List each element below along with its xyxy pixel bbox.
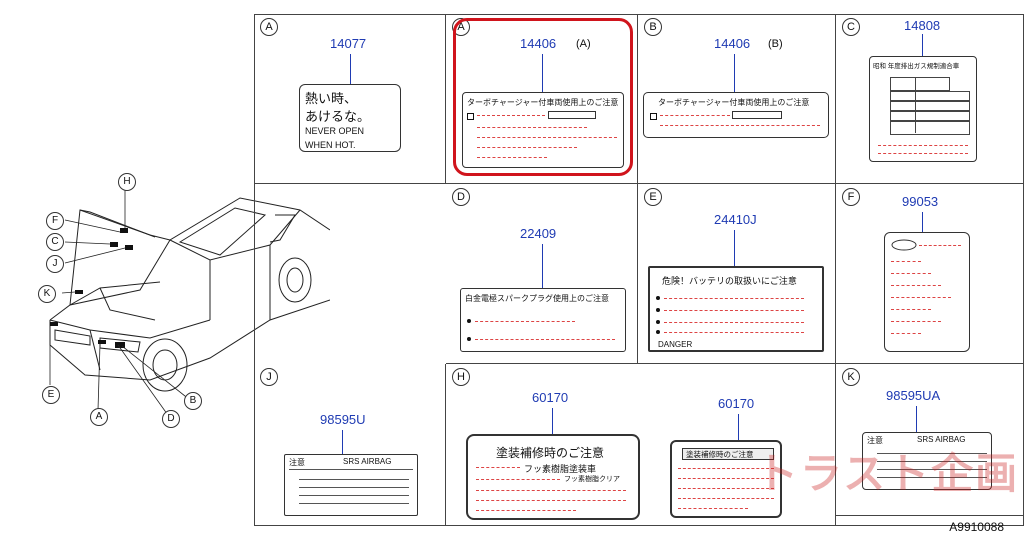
label-header: 危険！バッテリの取扱いにご注意 [662, 276, 797, 286]
car-callout-f: F [46, 212, 64, 230]
variant-label: (A) [576, 38, 591, 50]
variant-label: (B) [768, 38, 783, 50]
part-number: 24410J [714, 212, 757, 227]
label-header-left: 注意 [289, 458, 305, 467]
label-title: 塗装補修時のご注意 [686, 450, 754, 459]
label-line: 熱い時、 [305, 91, 358, 106]
watermark-logo: トラスト企画 [756, 449, 1020, 498]
car-callout-j: J [46, 255, 64, 273]
cell-letter: A [260, 18, 278, 36]
car-callout-h: H [118, 173, 136, 191]
label-a2: ターボチャージャー付車両使用上のご注意 [462, 92, 624, 168]
part-number: 22409 [520, 226, 557, 241]
label-header-right: SRS AIRBAG [917, 435, 966, 444]
cell-letter: D [452, 188, 470, 206]
part-number: 14406 [520, 36, 557, 51]
part-number-2: 60170 [718, 396, 755, 411]
part-number: 99053 [902, 194, 939, 209]
label-j: 注意 SRS AIRBAG [284, 454, 418, 516]
cell-h: H 60170 塗装補修時のご注意 フッ素樹脂塗装車 フッ素樹脂クリア 6017… [446, 364, 836, 526]
part-number: 60170 [532, 390, 569, 405]
cell-letter: H [452, 368, 470, 386]
diagram-id: A9910088 [949, 520, 1004, 534]
cell-letter: F [842, 188, 860, 206]
cell-a: A 14077 熱い時、 あけるな。 NEVER OPEN WHEN HOT. [254, 14, 446, 184]
label-header: 昭和 年度排出ガス規制適合車 [873, 63, 960, 70]
part-number: 14077 [330, 36, 367, 51]
label-c: 昭和 年度排出ガス規制適合車 [869, 56, 977, 162]
label-footer: DANGER [658, 340, 693, 349]
cell-letter: C [842, 18, 860, 36]
part-number: 98595U [320, 412, 366, 427]
selected-label-highlight [453, 18, 633, 176]
car-callout-e: E [42, 386, 60, 404]
label-sub: フッ素樹脂クリア [564, 476, 620, 483]
label-header-left: 注意 [867, 436, 883, 445]
label-b: ターボチャージャー付車両使用上のご注意 [643, 92, 829, 138]
label-k: 注意 SRS AIRBAG [862, 432, 992, 490]
car-callout-k: K [38, 285, 56, 303]
label-line: WHEN HOT. [305, 140, 356, 150]
car-illustration [49, 190, 330, 419]
cell-f: F 99053 [836, 184, 1024, 364]
label-header: ターボチャージャー付車両使用上のご注意 [658, 98, 810, 107]
part-number: 14808 [904, 18, 941, 33]
label-title: 塗装補修時のご注意 [496, 446, 605, 460]
car-callout-d: D [162, 410, 180, 428]
part-number: 14406 [714, 36, 751, 51]
cell-b: B 14406 (B) ターボチャージャー付車両使用上のご注意 [638, 14, 836, 184]
label-header-right: SRS AIRBAG [343, 457, 392, 466]
label-h: 塗装補修時のご注意 フッ素樹脂塗装車 フッ素樹脂クリア [466, 434, 640, 520]
part-number: 98595UA [886, 388, 941, 403]
cell-letter: K [842, 368, 860, 386]
label-d: 白金電極スパークプラグ使用上のご注意 [460, 288, 626, 352]
label-h2: 塗装補修時のご注意 [670, 440, 782, 518]
cell-c: C 14808 昭和 年度排出ガス規制適合車 [836, 14, 1024, 184]
cell-e: E 24410J 危険！バッテリの取扱いにご注意 DANGER [638, 184, 836, 364]
label-line: NEVER OPEN [305, 126, 365, 136]
label-a: 熱い時、 あけるな。 NEVER OPEN WHEN HOT. [299, 84, 401, 152]
cell-k: K 98595UA 注意 SRS AIRBAG [836, 364, 1024, 516]
car-callout-c: C [46, 233, 64, 251]
car-callout-b: B [184, 392, 202, 410]
cell-a2: A 14406 (A) ターボチャージャー付車両使用上のご注意 [446, 14, 638, 184]
cell-letter: E [644, 188, 662, 206]
label-sub: フッ素樹脂塗装車 [524, 464, 597, 474]
label-header: 白金電極スパークプラグ使用上のご注意 [465, 294, 609, 303]
label-line: あけるな。 [305, 109, 371, 124]
label-e: 危険！バッテリの取扱いにご注意 DANGER [648, 266, 824, 352]
cell-j: J 98595U 注意 SRS AIRBAG [254, 364, 446, 526]
cell-letter: J [260, 368, 278, 386]
label-header: ターボチャージャー付車両使用上のご注意 [467, 98, 619, 107]
cell-letter: B [644, 18, 662, 36]
cell-d: D 22409 白金電極スパークプラグ使用上のご注意 [446, 184, 638, 364]
car-callout-a: A [90, 408, 108, 426]
label-f [884, 232, 970, 352]
